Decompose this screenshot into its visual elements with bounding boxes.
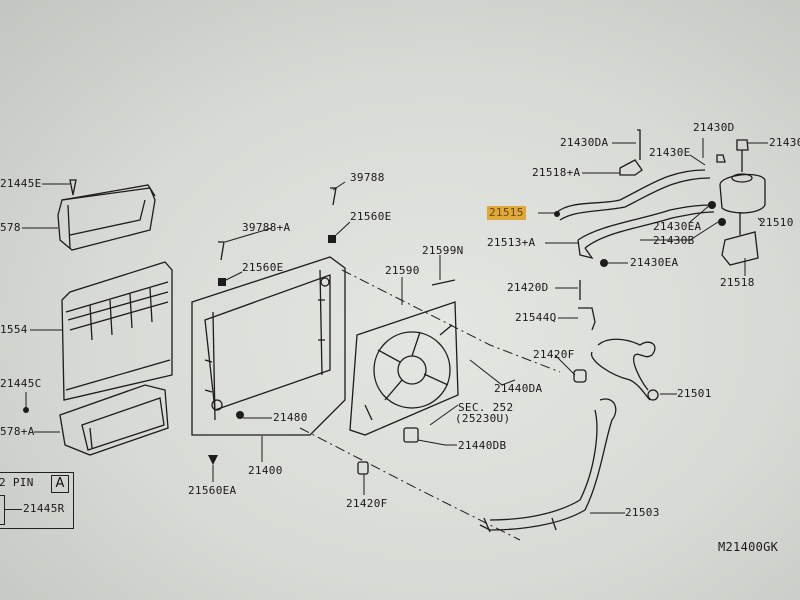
alignment-line	[299, 427, 521, 541]
reservoir-tank	[716, 139, 766, 214]
sec-252-label[interactable]: SEC. 252	[458, 401, 514, 414]
part-label-21510[interactable]: 21510	[759, 216, 794, 229]
hose-21513a	[577, 204, 715, 260]
part-label-21480[interactable]: 21480	[273, 411, 308, 424]
inset-2pin: 2 PIN A 21445R	[0, 472, 74, 529]
part-label-21430d[interactable]: 21430D	[693, 121, 735, 134]
part-label-21400[interactable]: 21400	[248, 464, 283, 477]
part-label-21560e-left[interactable]: 21560E	[242, 261, 284, 274]
inset-title: 2 PIN	[0, 476, 34, 489]
bracket-21518a	[619, 129, 643, 176]
part-label-21515-highlighted[interactable]: 21515	[487, 206, 526, 220]
part-label-578[interactable]: 578	[0, 221, 21, 234]
part-label-21518a[interactable]: 21518+A	[532, 166, 581, 179]
connector-icon	[0, 495, 5, 525]
part-label-21430[interactable]: 21430	[769, 136, 800, 149]
part-label-21503[interactable]: 21503	[625, 506, 660, 519]
part-label-21440da[interactable]: 21440DA	[494, 382, 543, 395]
fan-shroud	[349, 301, 459, 436]
air-guide-lower	[59, 384, 169, 456]
part-label-21544q[interactable]: 21544Q	[515, 311, 557, 324]
air-guide-upper	[57, 184, 156, 251]
clamp-21420f-right	[573, 369, 587, 383]
hose-21501	[591, 338, 659, 401]
part-label-21420f-right[interactable]: 21420F	[533, 348, 575, 361]
part-label-21518[interactable]: 21518	[720, 276, 755, 289]
part-label-21430ea-2[interactable]: 21430EA	[630, 256, 679, 269]
part-label-21430b[interactable]: 21430B	[653, 234, 695, 247]
hose-21503	[479, 398, 617, 533]
bracket-21518	[721, 212, 759, 266]
part-label-1554[interactable]: 1554	[0, 323, 28, 336]
fasteners	[23, 179, 726, 475]
part-label-21560e-top[interactable]: 21560E	[350, 210, 392, 223]
leader-line	[5, 509, 22, 510]
part-label-21445e[interactable]: 21445E	[0, 177, 42, 190]
part-label-21445c[interactable]: 21445C	[0, 377, 42, 390]
part-label-21590[interactable]: 21590	[385, 264, 420, 277]
part-label-21430e[interactable]: 21430E	[649, 146, 691, 159]
part-label-21430ea-1[interactable]: 21430EA	[653, 220, 702, 233]
part-label-21501[interactable]: 21501	[677, 387, 712, 400]
part-label-21420d[interactable]: 21420D	[507, 281, 549, 294]
leader-lines	[22, 138, 768, 514]
part-label-21420f-bottom[interactable]: 21420F	[346, 497, 388, 510]
part-label-21440db[interactable]: 21440DB	[458, 439, 507, 452]
part-label-578a[interactable]: 578+A	[0, 425, 35, 438]
inset-tag: A	[51, 475, 69, 493]
alignment-line	[341, 269, 561, 373]
part-label-21560ea[interactable]: 21560EA	[188, 484, 237, 497]
sec-252-sub-label: (25230U)	[455, 412, 511, 425]
radiator-core-support	[61, 261, 173, 401]
part-label-39788[interactable]: 39788	[350, 171, 385, 184]
part-label-39788a[interactable]: 39788+A	[242, 221, 291, 234]
part-label-21599n[interactable]: 21599N	[422, 244, 464, 257]
part-label-21445r[interactable]: 21445R	[23, 502, 65, 515]
diagram-code: M21400GK	[718, 540, 779, 554]
part-label-21513a[interactable]: 21513+A	[487, 236, 536, 249]
bracket-21544q	[578, 307, 596, 331]
radiator	[191, 256, 346, 436]
part-label-21430da[interactable]: 21430DA	[560, 136, 609, 149]
